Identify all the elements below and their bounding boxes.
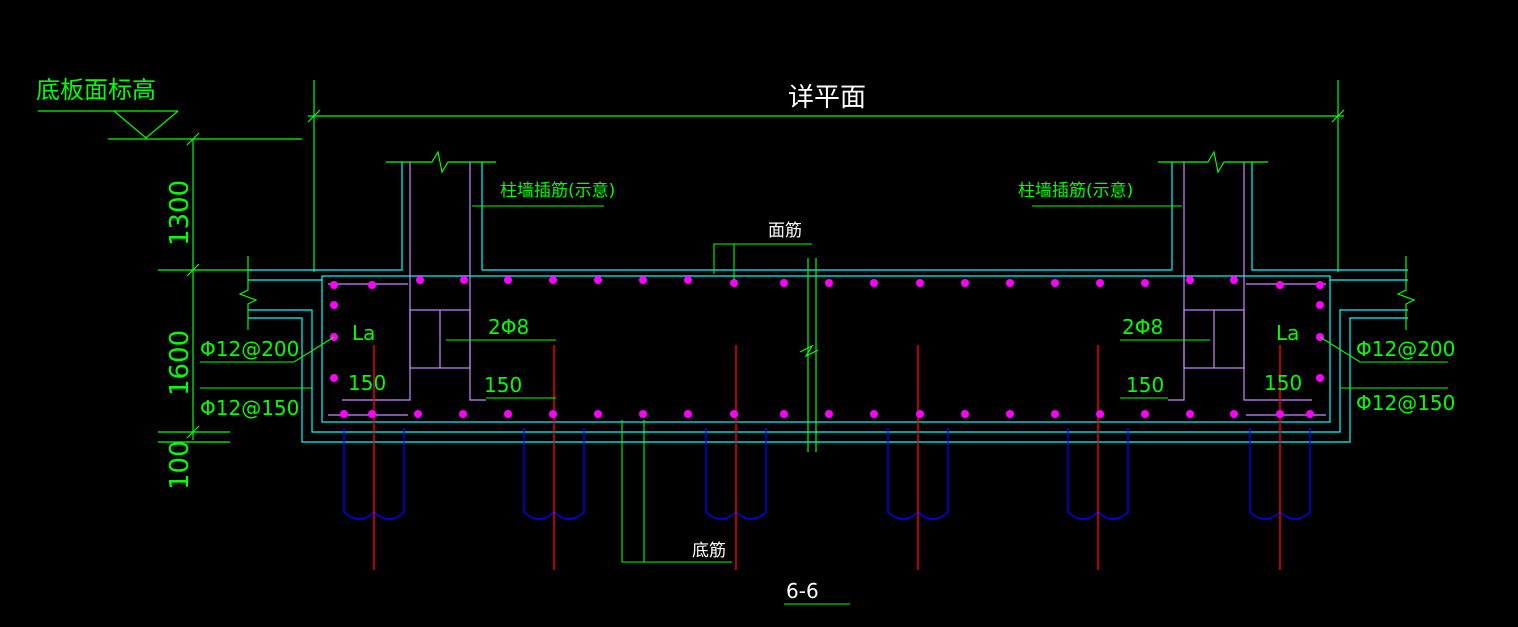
section-title: 6-6 xyxy=(786,579,819,603)
column-wall-dowel-right-label: 柱墙插筋(示意) xyxy=(1018,181,1133,201)
leader-lines xyxy=(200,205,1448,605)
elevation-marker xyxy=(38,110,302,140)
rebar-left-150-label: Φ12@150 xyxy=(200,396,299,420)
top-bars-label: 面筋 xyxy=(768,221,802,241)
break-symbols xyxy=(238,150,1416,452)
spacing-left-inner-label: 150 xyxy=(484,373,522,397)
dim-1600-label: 1600 xyxy=(165,330,195,396)
concrete-outline xyxy=(248,162,1408,443)
column-wall-dowel-left-label: 柱墙插筋(示意) xyxy=(500,181,615,201)
stirrup-left-label: 2Φ8 xyxy=(488,315,529,339)
la-left-label: La xyxy=(352,321,375,345)
side-rebar-dots xyxy=(330,301,1324,382)
rebar-right-200-label: Φ12@200 xyxy=(1356,337,1455,361)
spacing-left-outer-label: 150 xyxy=(348,371,386,395)
bottom-bars-label: 底筋 xyxy=(692,541,726,561)
slab-top-elevation-label: 底板面标高 xyxy=(36,76,156,104)
dim-100-label: 100 xyxy=(165,440,195,490)
top-rebar-dots xyxy=(330,276,1324,289)
detail-plan-label: 详平面 xyxy=(788,83,866,113)
stirrup-right-label: 2Φ8 xyxy=(1122,315,1163,339)
dowel-bars xyxy=(328,162,1326,416)
spacing-right-inner-label: 150 xyxy=(1126,373,1164,397)
rebar-left-200-label: Φ12@200 xyxy=(200,337,299,361)
dim-1300-label: 1300 xyxy=(165,180,195,246)
rebar-right-150-label: Φ12@150 xyxy=(1356,391,1455,415)
pile-centerlines xyxy=(373,345,1281,570)
spacing-right-outer-label: 150 xyxy=(1264,371,1302,395)
la-right-label: La xyxy=(1276,321,1299,345)
vertical-dimension xyxy=(158,132,252,443)
width-dimension xyxy=(307,80,1345,272)
bottom-rebar-dots xyxy=(340,410,1314,418)
